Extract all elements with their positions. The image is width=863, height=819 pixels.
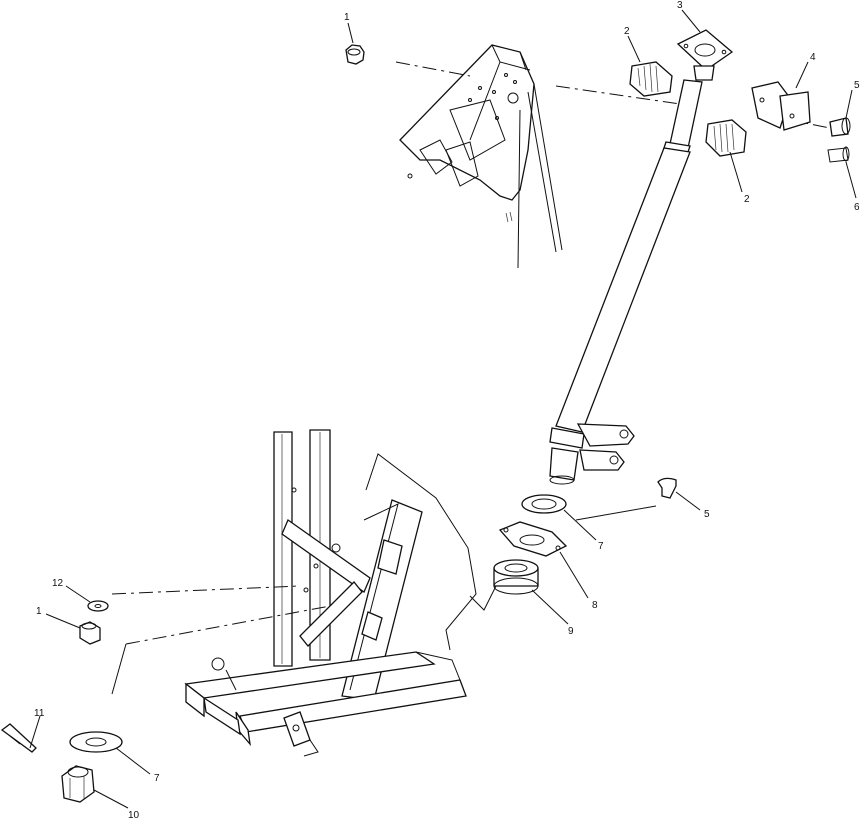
bolt-part-5-lower [657, 477, 677, 499]
frame-lower [184, 429, 477, 757]
nut-part-1-lower [79, 621, 101, 645]
callout-2-upper: 2 [624, 26, 630, 37]
callout-4: 4 [810, 52, 816, 63]
washer-part-7-upper [521, 494, 567, 514]
callout-6: 6 [854, 202, 860, 213]
bushing-part-2-lower [705, 119, 747, 157]
bracket-part-4 [751, 81, 811, 131]
callout-1-upper: 1 [344, 12, 350, 23]
callout-7-lower: 7 [154, 773, 160, 784]
plate-part-8 [498, 521, 568, 557]
bushing-part-2-upper [629, 61, 673, 97]
nut-part-1-upper [345, 44, 365, 65]
castle-nut-part-10 [61, 765, 95, 803]
steering-column [549, 29, 734, 485]
callout-5-lower: 5 [704, 509, 710, 520]
front-panel-upper [399, 44, 563, 269]
callout-9: 9 [568, 626, 574, 637]
callout-8: 8 [592, 600, 598, 611]
callout-7-upper: 7 [598, 541, 604, 552]
callout-10: 10 [128, 810, 140, 819]
washer-part-12 [87, 600, 109, 612]
callout-2-lower: 2 [744, 194, 750, 205]
callout-12: 12 [52, 578, 64, 589]
bolt-part-6 [827, 146, 850, 163]
callout-11: 11 [34, 708, 45, 719]
bushing-part-9 [493, 559, 539, 595]
cotter-pin-part-11 [0, 723, 37, 753]
callout-5-upper: 5 [854, 80, 860, 91]
callout-3: 3 [677, 0, 683, 11]
callout-1-lower: 1 [36, 606, 42, 617]
bolt-part-5-upper [829, 117, 851, 137]
washer-part-7-lower [69, 731, 123, 753]
